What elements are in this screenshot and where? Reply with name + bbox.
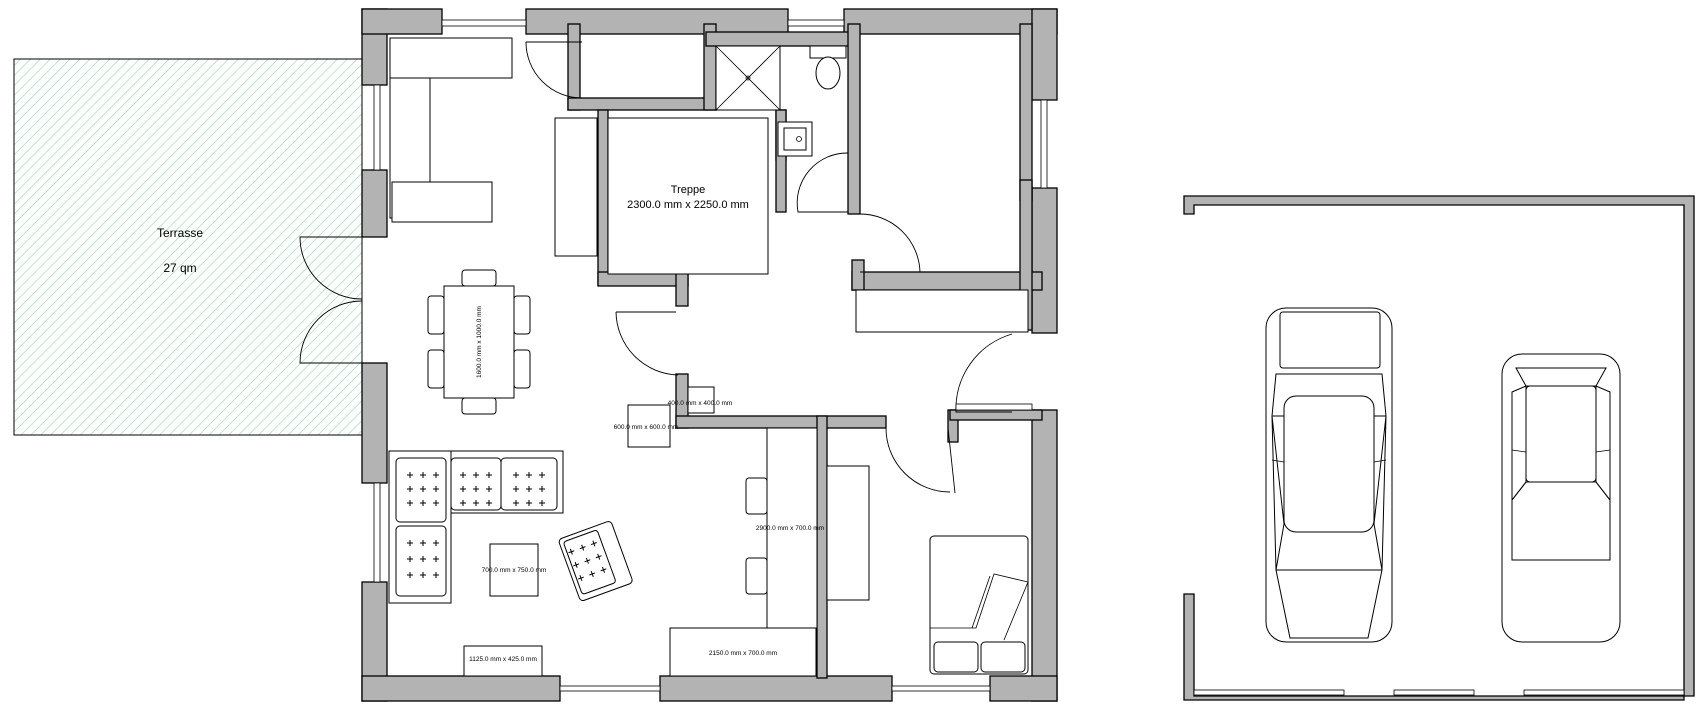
cushion-mark [486,486,492,492]
cushion-mark [589,570,596,577]
windows [373,19,1048,692]
terrace: Terrasse 27 qm [13,58,363,436]
doors [299,41,1033,494]
sideboard: 1125.0 mm x 425.0 mm [463,645,543,677]
cushion-mark [433,472,439,478]
bathroom [715,45,847,157]
cushion-mark [600,566,607,573]
cushion-mark [420,540,426,546]
cushion-mark [420,500,426,506]
stairs-name: Treppe [671,184,705,196]
cushion-mark [539,486,545,492]
cushion-mark [473,472,479,478]
armchair-cushion-marks [568,540,607,582]
bed [929,535,1029,675]
cushion-mark [420,572,426,578]
sofa-cushion-marks [407,472,545,578]
cushion-mark [407,500,413,506]
small-tables: 400.0 mm x 400.0 mm 600.0 mm x 600.0 mm [614,386,733,448]
cushion-mark [407,472,413,478]
cushion-mark [579,544,586,551]
cushion-mark [420,486,426,492]
cushion-mark [513,486,519,492]
small-table-b-label: 600.0 mm x 600.0 mm [614,424,679,431]
coffee-table: 700.0 mm x 750.0 mm [482,543,547,597]
cushion-mark [433,486,439,492]
cushion-mark [473,486,479,492]
coffee-table-label: 700.0 mm x 750.0 mm [482,567,547,574]
cushion-mark [539,472,545,478]
cushion-mark [590,540,597,547]
cushion-mark [595,553,602,560]
cushion-mark [407,556,413,562]
cushion-mark [539,500,545,506]
garage [1183,195,1695,701]
cushion-mark [407,486,413,492]
armchair [558,521,633,602]
cushion-mark [526,486,532,492]
cushion-mark [513,500,519,506]
cushion-mark [433,572,439,578]
sideboard-label: 1125.0 mm x 425.0 mm [469,656,537,663]
desk: 2900.0 mm x 700.0 mm 2150.0 mm x 700.0 m… [669,427,870,677]
cushion-mark [420,472,426,478]
cushion-mark [513,472,519,478]
cushion-mark [433,556,439,562]
cushion-mark [433,540,439,546]
cushion-mark [526,472,532,478]
cushion-mark [526,500,532,506]
terrace-name: Terrasse [157,226,203,240]
cushion-mark [473,500,479,506]
cushion-mark [433,500,439,506]
cushion-mark [486,472,492,478]
cushion-mark [407,540,413,546]
cushion-mark [460,486,466,492]
sofa [388,450,564,604]
counter-label: 2150.0 mm x 700.0 mm [709,650,777,657]
cushion-mark [460,472,466,478]
cushion-mark [486,500,492,506]
stairs-size: 2300.0 mm x 2250.0 mm [627,199,749,211]
cushion-mark [407,572,413,578]
car-left [1265,307,1393,643]
stairs: Treppe 2300.0 mm x 2250.0 mm [554,117,769,275]
cushion-mark [420,556,426,562]
dining-table: 1600.0 mm x 1000.0 mm [427,269,531,415]
cushion-mark [460,500,466,506]
car-right [1501,353,1621,643]
desk-label: 2900.0 mm x 700.0 mm [756,525,824,532]
interior-walls [567,23,1043,679]
cushion-mark [584,557,591,564]
dining-table-label: 1600.0 mm x 1000.0 mm [476,306,483,378]
kitchen [389,37,513,223]
cushion-mark [568,548,575,555]
cushion-mark [577,575,584,582]
bedroom-top [855,289,1029,333]
terrace-area: 27 qm [163,261,196,275]
small-table-a-label: 400.0 mm x 400.0 mm [668,400,733,407]
cushion-mark [573,561,580,568]
